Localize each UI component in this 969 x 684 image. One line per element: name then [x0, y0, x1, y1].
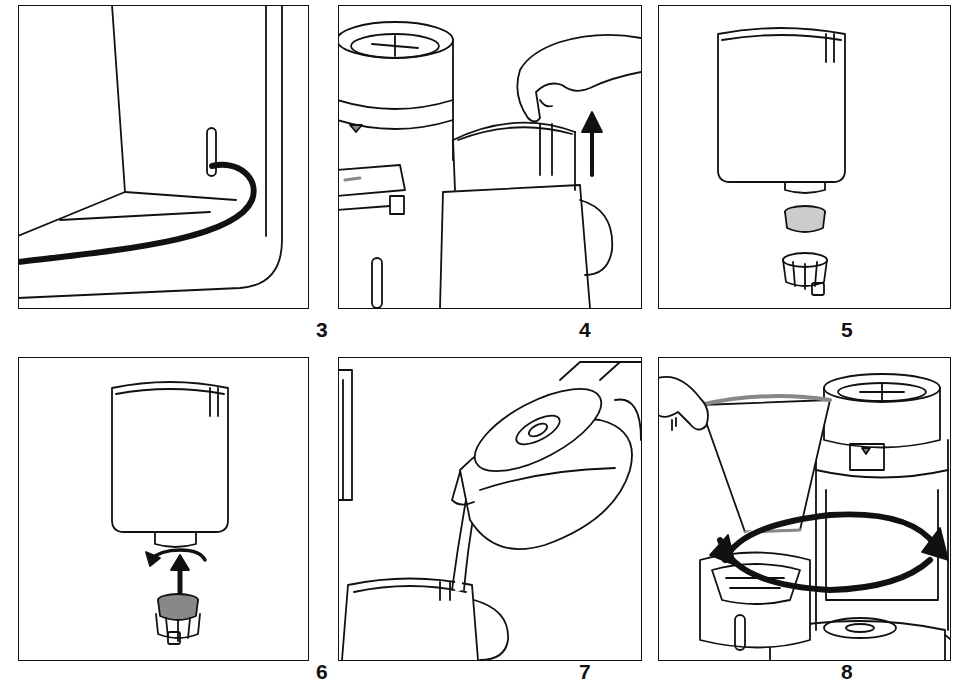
filter-insert-illustration: [112, 382, 228, 644]
step-panel: 4: [338, 5, 642, 309]
step-number: 3: [316, 319, 328, 340]
step-number: 8: [841, 661, 853, 682]
step-number: 6: [316, 661, 328, 682]
step-number: 5: [841, 319, 853, 340]
cable-illustration: [18, 5, 282, 298]
step-panel: 8: [658, 357, 951, 661]
step-number: 7: [579, 661, 591, 682]
filter-holder-illustration: [658, 374, 950, 660]
filter-parts-illustration: [718, 28, 845, 295]
step-panel: 6: [18, 357, 309, 661]
step-number: 4: [579, 319, 591, 340]
step-panel: 7: [338, 357, 642, 661]
step-panel: 5: [658, 5, 951, 309]
tank-lift-illustration: [338, 22, 641, 308]
step-panel: 3: [18, 5, 309, 309]
pouring-illustration: [338, 362, 641, 660]
